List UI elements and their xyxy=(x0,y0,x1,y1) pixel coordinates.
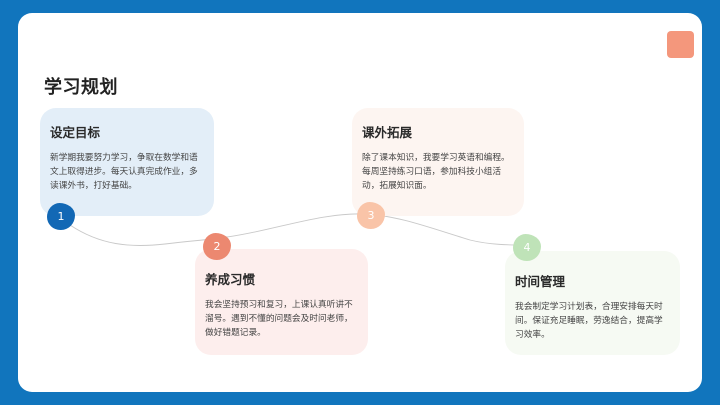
step-card-extracurricular: 课外拓展 除了课本知识，我要学习英语和编程。每周坚持练习口语，参加科技小组活动，… xyxy=(352,108,524,216)
step-description: 我会制定学习计划表，合理安排每天时间。保证充足睡眠，劳逸结合，提高学习效率。 xyxy=(515,302,663,340)
step-description: 新学期我要努力学习，争取在数学和语文上取得进步。每天认真完成作业，多读课外书，打… xyxy=(50,153,198,191)
page-title: 学习规划 xyxy=(44,77,118,98)
decorative-square xyxy=(667,31,694,58)
step-title: 设定目标 xyxy=(50,125,101,140)
step-number-badge: 2 xyxy=(203,233,231,260)
step-title: 养成习惯 xyxy=(205,272,256,287)
step-description: 除了课本知识，我要学习英语和编程。每周坚持练习口语，参加科技小组活动，拓展知识面… xyxy=(362,153,510,191)
step-card-time-management: 时间管理 我会制定学习计划表，合理安排每天时间。保证充足睡眠，劳逸结合，提高学习… xyxy=(505,251,680,355)
step-number-badge: 3 xyxy=(357,202,385,229)
step-description: 我会坚持预习和复习，上课认真听讲不溜号。遇到不懂的问题会及时问老师，做好错题记录… xyxy=(205,300,353,338)
step-number-badge: 4 xyxy=(513,234,541,261)
step-card-build-habits: 养成习惯 我会坚持预习和复习，上课认真听讲不溜号。遇到不懂的问题会及时问老师，做… xyxy=(195,249,368,355)
step-card-set-goals: 设定目标 新学期我要努力学习，争取在数学和语文上取得进步。每天认真完成作业，多读… xyxy=(40,108,214,216)
step-title: 时间管理 xyxy=(515,274,566,289)
step-title: 课外拓展 xyxy=(362,125,413,140)
step-number-badge: 1 xyxy=(47,203,75,230)
